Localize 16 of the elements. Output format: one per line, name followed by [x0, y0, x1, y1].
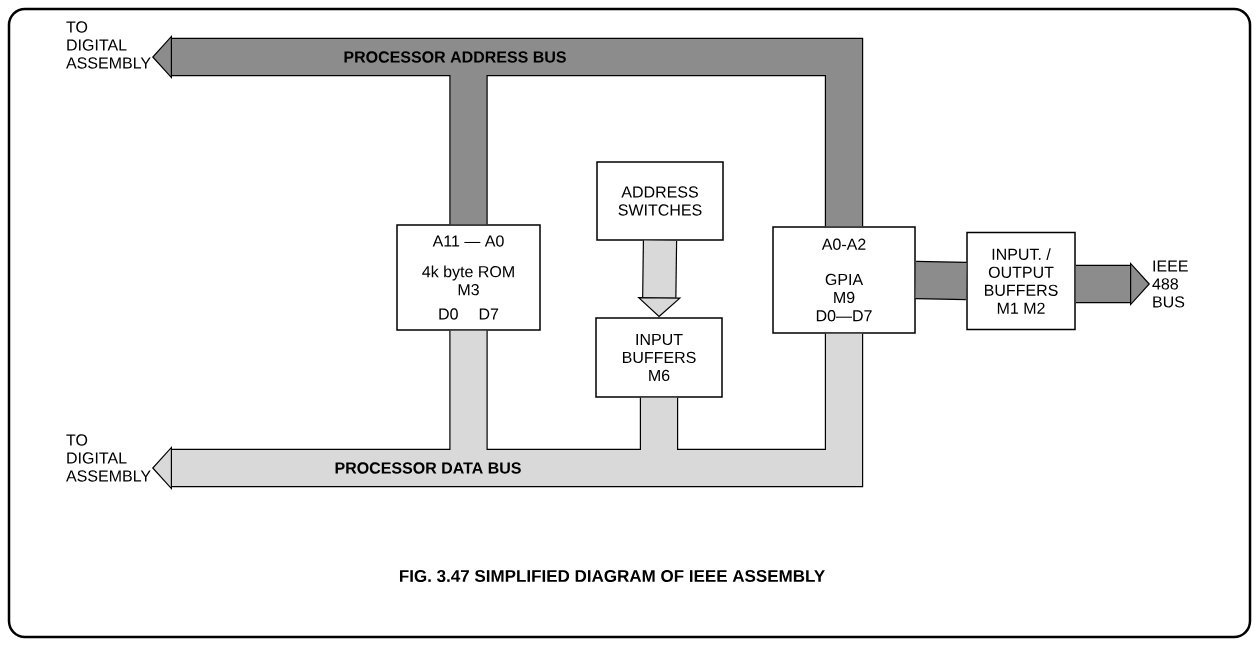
- figure-caption: FIG. 3.47 SIMPLIFIED DIAGRAM OF IEEE ASSEMBLY: [400, 569, 825, 583]
- bus-name-label: IEEE 488 BUS: [1152, 260, 1188, 308]
- destination-label: TO DIGITAL ASSEMBLY: [66, 434, 151, 482]
- destination-label: TO DIGITAL ASSEMBLY: [66, 21, 151, 69]
- bus-label: PROCESSOR ADDRESS BUS: [342, 50, 568, 64]
- buffer-box: INPUT BUFFERS M6: [595, 317, 723, 398]
- bus-branch: [639, 397, 679, 450]
- bus-branch: [449, 75, 488, 225]
- bus-label: PROCESSOR DATA BUS: [333, 461, 523, 475]
- memory-chip-box: A11 — A0 4k byte ROM M3 D0 D7: [396, 224, 541, 331]
- bus-branch: [449, 330, 488, 450]
- bus-band: [915, 260, 967, 301]
- bus-arrow: [152, 333, 864, 491]
- buffer-box: INPUT. / OUTPUT BUFFERS M1 M2: [966, 231, 1076, 331]
- switch-box: ADDRESS SWITCHES: [596, 161, 724, 241]
- interface-chip-box: A0-A2 GPIA M9 D0—D7: [772, 226, 916, 334]
